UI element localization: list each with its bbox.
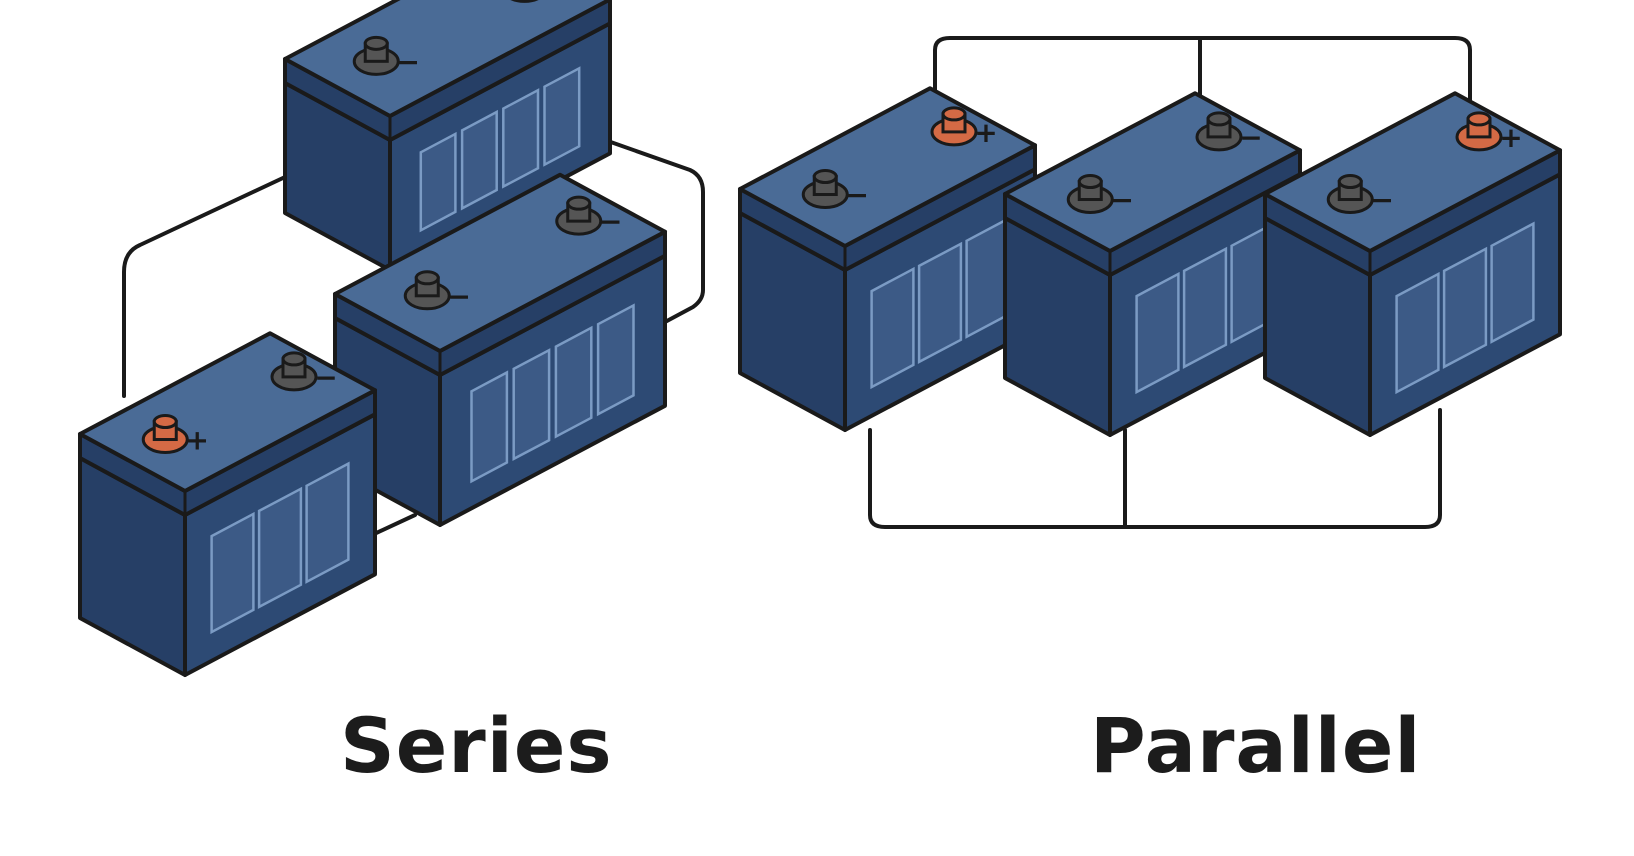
series-wire-left [122, 153, 334, 398]
terminal-cap [281, 351, 307, 367]
battery-cell-window [460, 109, 498, 211]
battery-cell-window [470, 370, 509, 484]
negative-terminal: − [1195, 111, 1263, 154]
battery-series-1: +− [78, 331, 377, 677]
positive-terminal: + [930, 106, 998, 149]
parallel-caption: Parallel [1090, 701, 1422, 790]
battery-series-2: −− [283, 0, 612, 272]
battery-cell-window [210, 511, 255, 635]
batteries-layer: −−−−+−−+−−−+ [78, 0, 1562, 677]
positive-sign: + [1499, 121, 1522, 154]
negative-sign: − [1111, 184, 1134, 217]
terminal-cap [812, 169, 838, 185]
series-caption: Series [340, 701, 613, 790]
battery-cell-window [305, 461, 350, 584]
battery-parallel-3: −+ [1263, 91, 1562, 437]
battery-cell-window [917, 241, 963, 364]
battery-cell-window [1490, 221, 1535, 344]
wires-layer [122, 36, 1472, 537]
terminal-cap [566, 195, 592, 211]
battery-parallel-1: −+ [738, 86, 1037, 432]
negative-terminal: − [270, 351, 338, 394]
terminal-cap [414, 270, 440, 286]
terminal-cap [1466, 111, 1492, 127]
positive-terminal: + [1455, 111, 1523, 154]
negative-sign: − [1371, 184, 1394, 217]
terminal-cap [363, 35, 389, 51]
negative-sign: − [545, 0, 568, 5]
terminal-cap [1077, 174, 1103, 190]
terminal-cap [941, 106, 967, 122]
battery-cell-window [1442, 246, 1488, 369]
negative-terminal: − [555, 195, 622, 238]
positive-terminal: + [141, 414, 209, 457]
parallel-wire-bottom [868, 408, 1442, 529]
battery-cell-window [1135, 271, 1180, 395]
negative-sign: − [397, 45, 420, 78]
battery-cell-window [554, 325, 593, 439]
terminal-cap [152, 414, 178, 430]
negative-terminal: − [403, 270, 471, 313]
negative-terminal: − [801, 169, 869, 212]
battery-cell-window [1182, 246, 1228, 369]
parallel-wire-top [933, 36, 1472, 122]
battery-cell-window [870, 266, 915, 390]
negative-terminal: − [510, 0, 568, 5]
terminal-cap [1206, 111, 1232, 127]
terminal-cap [1337, 174, 1363, 190]
negative-sign: − [599, 205, 622, 238]
negative-sign: − [314, 361, 337, 394]
battery-cell-window [1395, 271, 1440, 395]
negative-sign: − [846, 179, 869, 212]
negative-sign: − [448, 280, 471, 313]
battery-cell-window [502, 88, 540, 189]
negative-terminal: − [1326, 174, 1394, 217]
battery-cell-window [257, 486, 303, 609]
negative-terminal: − [352, 35, 420, 78]
battery-cell-window [965, 216, 1010, 339]
battery-parallel-2: −− [1003, 91, 1302, 437]
positive-sign: + [186, 424, 209, 457]
battery-lid-top [283, 0, 612, 118]
negative-sign: − [1239, 121, 1262, 154]
series-wire-bottom [370, 513, 417, 537]
battery-cell-window [596, 303, 635, 417]
series-wire-right [603, 138, 705, 324]
battery-cell-window [419, 131, 457, 233]
terminal-base [510, 0, 539, 3]
positive-sign: + [974, 116, 997, 149]
negative-terminal: − [1066, 174, 1134, 217]
battery-cell-window [543, 66, 581, 167]
battery-cell-window [512, 348, 551, 461]
battery-series-3: −− [333, 172, 667, 527]
